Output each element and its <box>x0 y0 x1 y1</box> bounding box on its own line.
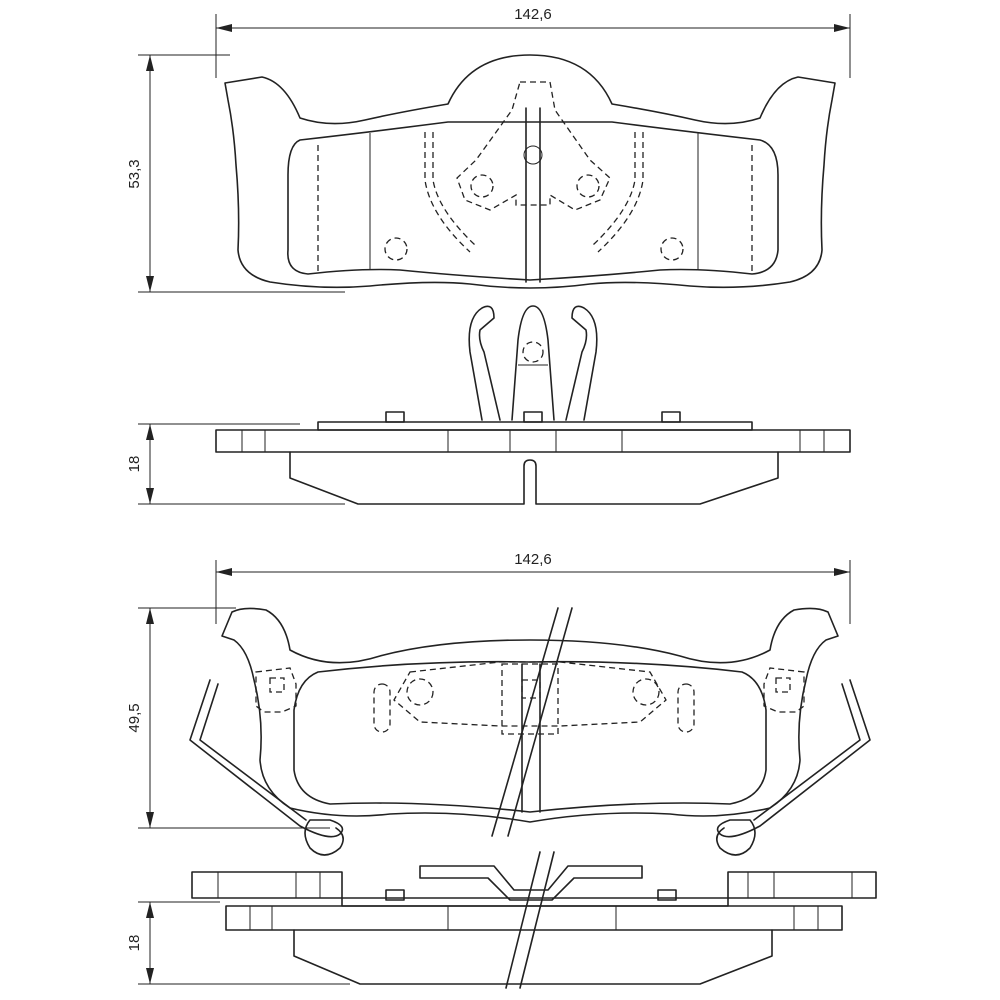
bottom-pad-front-view <box>189 607 871 856</box>
dimension-top-thickness-label: 18 <box>126 456 143 473</box>
dimension-bottom-width: 142,6 <box>215 551 851 624</box>
dimension-bottom-thickness: 18 <box>126 901 350 985</box>
top-pad-front-view <box>224 54 836 289</box>
break-lines <box>491 607 573 989</box>
dimension-top-width-label: 142,6 <box>514 6 552 23</box>
dimension-top-thickness: 18 <box>126 423 345 505</box>
dimension-top-width: 142,6 <box>215 6 851 78</box>
dimension-bottom-height-label: 49,5 <box>126 703 143 732</box>
dimension-bottom-width-label: 142,6 <box>514 551 552 568</box>
bottom-pad-side-view <box>191 865 877 985</box>
top-pad-side-view <box>215 305 851 505</box>
dimension-top-height-label: 53,3 <box>126 159 143 188</box>
dimension-bottom-thickness-label: 18 <box>126 935 143 952</box>
dimension-bottom-height: 49,5 <box>126 607 330 829</box>
dimension-top-height: 53,3 <box>126 54 345 293</box>
